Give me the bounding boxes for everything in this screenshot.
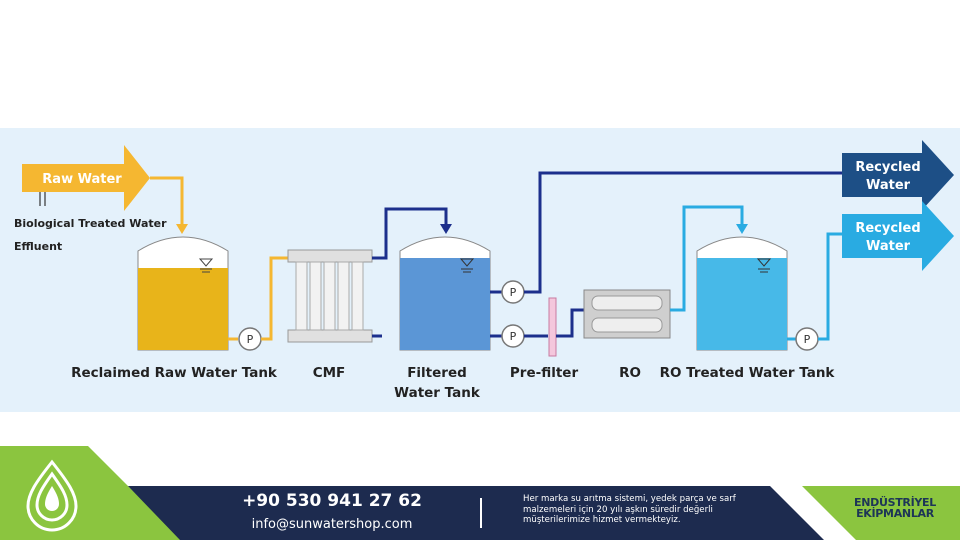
ro-unit: [583, 289, 671, 339]
prefilter-label: Pre-filter: [510, 365, 579, 381]
filtered-label-2: Water Tank: [394, 385, 481, 401]
raw-water-label: Raw Water: [42, 172, 122, 187]
navy-band: [128, 486, 824, 540]
brand-logo-text: ENDÜSTRİYEL EKİPMANLAR: [854, 496, 936, 520]
effluent-label: Effluent: [14, 240, 62, 253]
svg-text:P: P: [510, 286, 517, 299]
ro-label: RO: [619, 365, 641, 381]
reclaimed-tank-label: Reclaimed Raw Water Tank: [71, 365, 278, 381]
bio-label: Biological Treated Water: [14, 217, 167, 230]
filtered-tank: [399, 236, 491, 351]
prefilter-unit: [548, 297, 557, 357]
footer-banner: [0, 446, 960, 540]
footer-divider: [480, 498, 482, 528]
svg-text:Recycled: Recycled: [855, 160, 920, 175]
recycled-water-arrow-1: Recycled Water: [842, 140, 954, 210]
reclaimed-tank: [137, 236, 229, 351]
ro-treated-tank: [696, 236, 788, 351]
svg-text:Water: Water: [866, 239, 911, 254]
filtered-label-1: Filtered: [407, 365, 467, 381]
process-diagram: Raw Water Biological Treated Water Efflu…: [0, 128, 960, 412]
cmf-label: CMF: [313, 365, 346, 381]
raw-water-pipe: [150, 176, 184, 228]
ro-treated-label: RO Treated Water Tank: [660, 365, 836, 381]
svg-text:P: P: [247, 333, 254, 346]
svg-text:Water: Water: [866, 178, 911, 193]
phone-number[interactable]: +90 530 941 27 62: [242, 491, 422, 511]
recycled-water-arrow-2: Recycled Water: [842, 201, 954, 271]
water-drop-logo-icon: [26, 459, 78, 532]
svg-text:Recycled: Recycled: [855, 221, 920, 236]
email-link[interactable]: info@sunwatershop.com: [251, 517, 413, 532]
svg-text:P: P: [510, 330, 517, 343]
cmf-unit: [287, 249, 373, 343]
green-right-shape: [802, 486, 960, 540]
raw-water-arrow: Raw Water: [22, 145, 150, 211]
svg-text:P: P: [804, 333, 811, 346]
company-description: Her marka su arıtma sistemi, yedek parça…: [523, 494, 736, 525]
